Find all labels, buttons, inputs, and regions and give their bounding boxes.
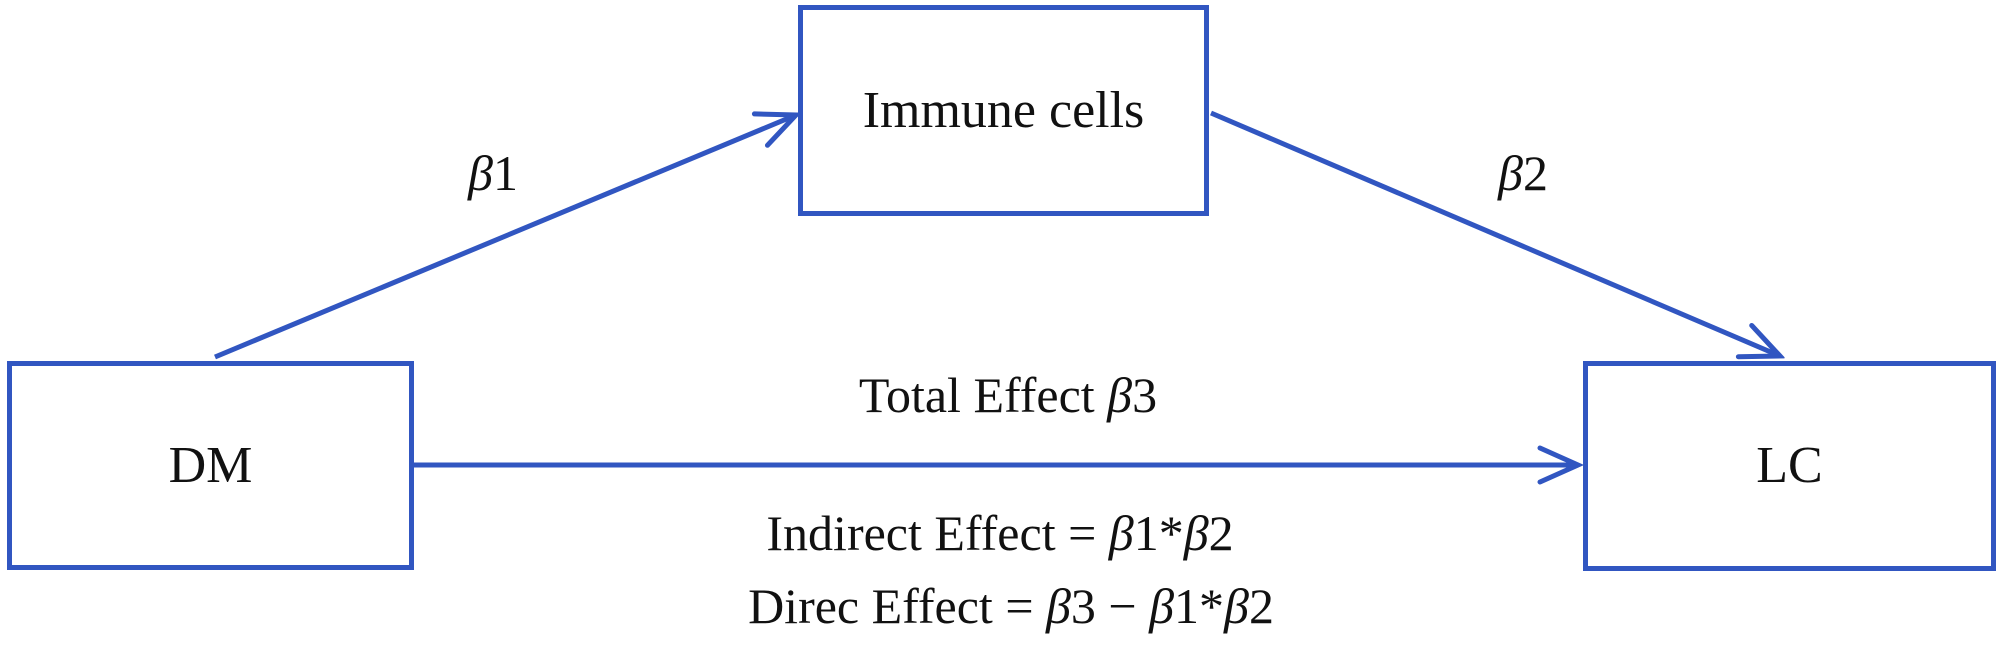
edge-label-total-effect: Total Effect β3 xyxy=(858,367,1158,423)
arrow-immune-cells-to-lc xyxy=(1210,110,1780,356)
arrow-dm-to-immune-cells xyxy=(214,115,796,360)
node-immune-cells-label: Immune cells xyxy=(862,81,1145,139)
formula-indirect-effect: Indirect Effect = β1*β2 xyxy=(766,505,1234,561)
node-lc-label: LC xyxy=(1756,437,1823,494)
edge-label-beta2: β2 xyxy=(1498,145,1548,201)
node-dm-label: DM xyxy=(168,436,253,494)
node-lc: LC xyxy=(1583,361,1996,571)
node-dm: DM xyxy=(7,361,414,570)
node-immune-cells: Immune cells xyxy=(798,5,1209,216)
edge-label-beta1: β1 xyxy=(468,145,518,201)
formula-direct-effect: Direc Effect = β3 − β1*β2 xyxy=(748,578,1274,634)
